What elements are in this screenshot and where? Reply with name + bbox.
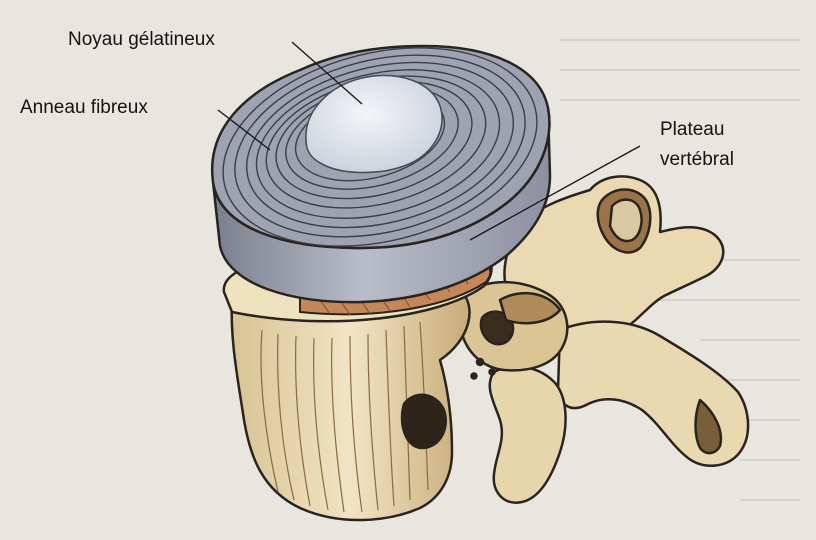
intervertebral-disc	[210, 44, 552, 304]
label-endplate-line1: Plateau	[660, 119, 725, 140]
nucleus-pulposus	[305, 74, 443, 174]
leader-line-endplate	[469, 145, 641, 241]
vertebral-arch	[457, 175, 750, 504]
label-nucleus: Noyau gélatineux	[68, 29, 215, 50]
leader-lines	[217, 41, 641, 241]
label-endplate-line2: vertébral	[660, 149, 734, 170]
leader-line-nucleus	[291, 41, 363, 105]
label-annulus: Anneau fibreux	[20, 97, 148, 118]
leader-line-annulus	[217, 109, 271, 151]
